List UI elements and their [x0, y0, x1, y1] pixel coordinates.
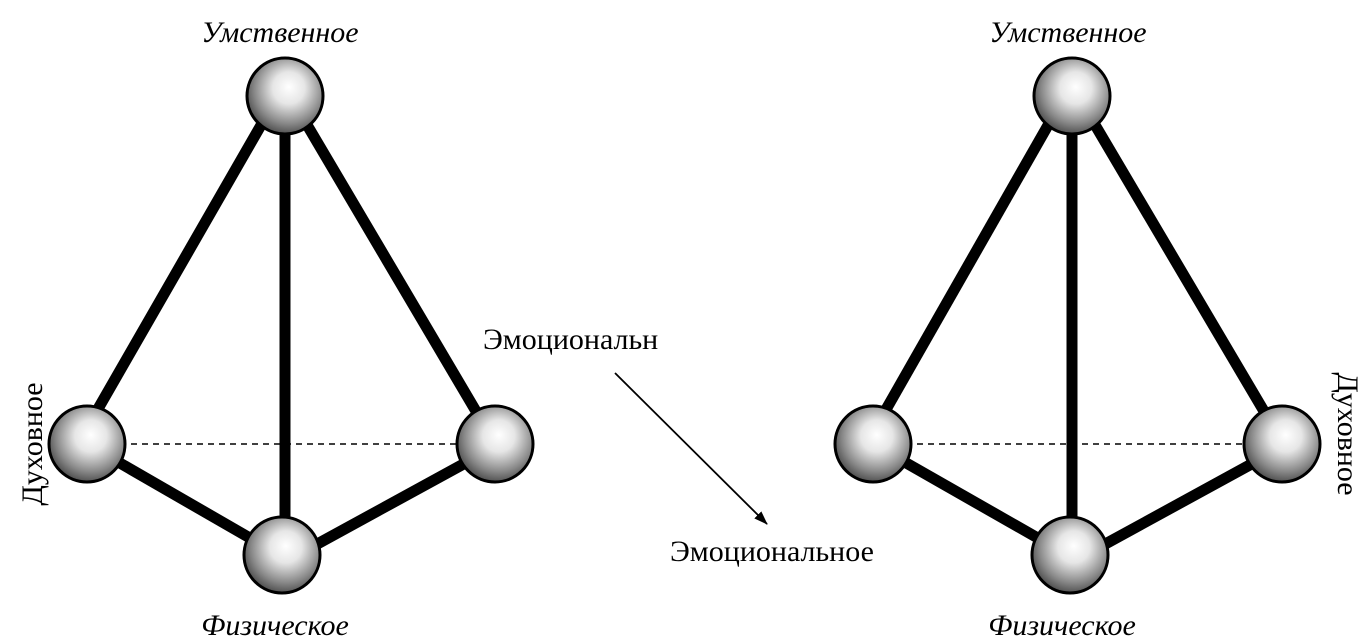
left-label-mental: Умственное — [201, 16, 358, 49]
right-edge-top-right — [1083, 110, 1273, 421]
right-edge-top-left — [875, 110, 1060, 423]
left-tetrahedron: Умственное Физическое Духовное — [16, 16, 535, 642]
right-node-mental — [1032, 56, 1112, 136]
right-node-right — [1242, 404, 1322, 484]
right-edge-bottom-right — [1095, 450, 1271, 553]
middle-label-upper: Эмоциональн — [483, 323, 658, 356]
left-node-spiritual — [47, 404, 127, 484]
left-label-spiritual: Духовное — [16, 382, 49, 505]
left-node-emotional — [455, 404, 535, 484]
transition-arrow — [614, 372, 768, 525]
right-node-physical — [1030, 515, 1110, 595]
right-tetrahedron: Умственное Физическое Духовное — [833, 16, 1364, 642]
left-node-physical — [242, 515, 322, 595]
left-edge-bottom-left — [103, 450, 265, 550]
left-edge-top-left — [82, 110, 273, 431]
left-edge-bottom-right — [307, 450, 483, 553]
right-edge-bottom-left — [891, 451, 1053, 550]
left-label-physical: Физическое — [201, 609, 349, 642]
left-node-mental — [245, 56, 325, 136]
middle-label-lower: Эмоциональное — [670, 535, 874, 568]
right-label-physical: Физическое — [988, 609, 1136, 642]
transition: Эмоциональн Эмоциональное — [483, 323, 874, 568]
left-edge-top-right — [295, 110, 485, 421]
right-node-left — [833, 404, 913, 484]
right-label-mental: Умственное — [989, 16, 1146, 49]
right-label-spiritual: Духовное — [1331, 372, 1364, 495]
